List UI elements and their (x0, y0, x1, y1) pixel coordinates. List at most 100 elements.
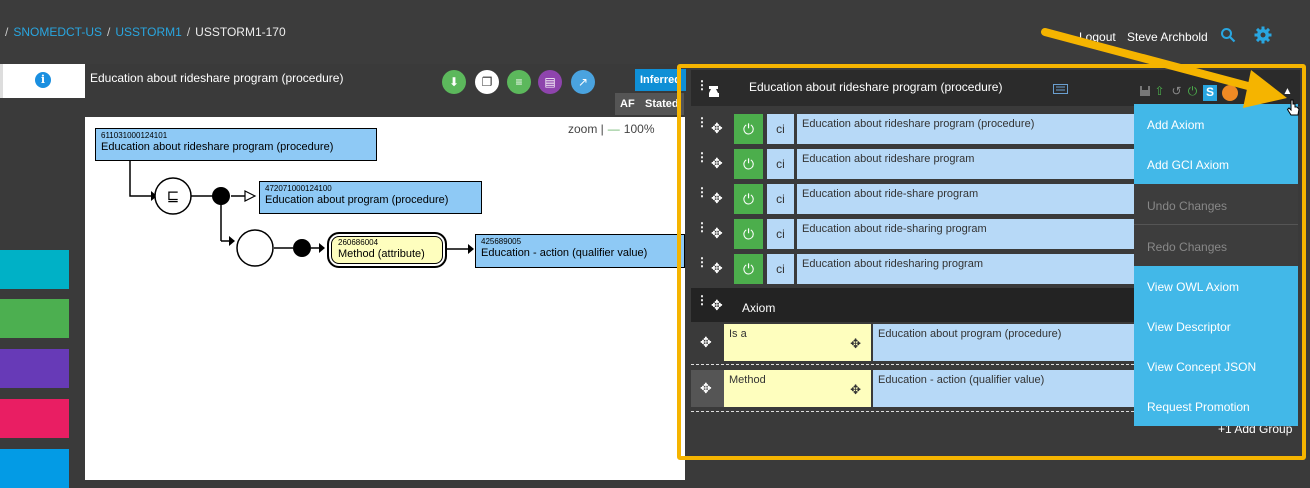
concept-id: 472071000124100 (265, 184, 332, 193)
breadcrumb: /SNOMEDCT-US/USSTORM1/USSTORM1-170 (0, 25, 286, 39)
drag-handle-icon[interactable]: ⋮ (696, 255, 708, 269)
history-icon[interactable]: ↺ (1171, 84, 1182, 98)
info-icon[interactable]: i (35, 72, 51, 88)
tab-af[interactable]: AF (615, 93, 640, 115)
drag-handle-icon[interactable]: ⋮ (696, 185, 708, 199)
move-icon[interactable]: ✥ (711, 155, 723, 171)
zoom-minus-button[interactable]: — (607, 122, 620, 136)
top-bar: /SNOMEDCT-US/USSTORM1/USSTORM1-170 Logou… (0, 0, 1310, 64)
keyboard-icon[interactable] (1053, 84, 1068, 94)
tab-inferred[interactable]: Inferred (635, 69, 686, 91)
drag-handle-icon[interactable]: ⋮ (696, 220, 708, 234)
focus-concept-node[interactable]: 611031000124101 Education about rideshar… (95, 128, 377, 161)
breadcrumb-item-codesystem[interactable]: SNOMEDCT-US (13, 25, 103, 39)
menu-item-add-axiom[interactable]: Add Axiom (1134, 104, 1298, 144)
breadcrumb-item-task: USSTORM1-170 (195, 25, 286, 39)
case-significance[interactable]: ci (767, 184, 794, 214)
tab-stated[interactable]: Stated (640, 93, 684, 115)
move-icon[interactable]: ✥ (700, 380, 712, 396)
concept-label: Method (attribute) (338, 248, 425, 260)
move-icon[interactable]: ✥ (711, 225, 723, 241)
move-icon[interactable]: ✥ (850, 382, 861, 397)
parent-concept-node[interactable]: 472071000124100 Education about program … (259, 181, 482, 214)
move-icon[interactable]: ✥ (711, 190, 723, 206)
active-toggle[interactable]: ⏻ (734, 254, 763, 284)
conjunction-node (293, 239, 311, 257)
copy-icon[interactable]: ❐ (475, 70, 499, 94)
relationship-type[interactable]: Is a ✥ (724, 324, 871, 361)
relationship-type[interactable]: Method ✥ (724, 370, 871, 407)
menu-item-view-concept-json[interactable]: View Concept JSON (1134, 346, 1298, 386)
menu-item-view-descriptor[interactable]: View Descriptor (1134, 306, 1298, 346)
relationship-row: ✥ Is a ✥ Education about program (proced… (691, 324, 1134, 361)
breadcrumb-item-project[interactable]: USSTORM1 (115, 25, 182, 39)
relationship-type-label: Method (729, 374, 766, 386)
add-list-icon[interactable]: ≡ (507, 70, 531, 94)
download-icon[interactable]: ⬇ (442, 70, 466, 94)
defined-symbol (154, 177, 192, 215)
concept-title: Education about rideshare program (proce… (90, 71, 344, 85)
menu-item-add-gci-axiom[interactable]: Add GCI Axiom (1134, 144, 1298, 184)
sidebar-nub (0, 64, 3, 98)
move-icon[interactable]: ✥ (711, 120, 723, 136)
menu-item-view-owl-axiom[interactable]: View OWL Axiom (1134, 266, 1298, 306)
drag-handle-icon[interactable]: ⋮ (696, 78, 708, 92)
open-external-icon[interactable]: ↗ (571, 70, 595, 94)
value-concept-node[interactable]: 425689005 Education - action (qualifier … (475, 234, 685, 268)
s-icon[interactable]: S (1203, 85, 1217, 101)
case-significance[interactable]: ci (767, 149, 794, 179)
description-text[interactable]: Education about ridesharing program (797, 254, 1134, 284)
save-icon[interactable] (1139, 84, 1152, 99)
annotation-arrow (1041, 28, 1287, 108)
group-marker (691, 370, 724, 407)
relationship-target[interactable]: Education about program (procedure) (873, 324, 1134, 361)
sidebar-tile-pink[interactable] (0, 399, 69, 438)
sidebar-tile-purple[interactable] (0, 349, 69, 388)
search-icon[interactable] (1220, 27, 1236, 43)
zoom-label: zoom | (568, 122, 604, 136)
status-dot-icon[interactable] (1222, 85, 1238, 101)
sidebar-tile-green[interactable] (0, 299, 69, 338)
concept-id: 611031000124101 (101, 131, 168, 140)
case-significance[interactable]: ci (767, 114, 794, 144)
menu-caret-icon[interactable]: ▲ (1282, 86, 1293, 97)
subsumption-symbol: ⊑ (167, 187, 180, 205)
relationship-target[interactable]: Education - action (qualifier value) (873, 370, 1134, 407)
case-significance[interactable]: ci (767, 219, 794, 249)
gear-icon[interactable] (1254, 26, 1272, 44)
attribute-node[interactable]: 260686004 Method (attribute) (327, 232, 447, 268)
menu-item-redo-changes: Redo Changes (1134, 226, 1298, 266)
move-icon[interactable]: ✥ (700, 334, 712, 350)
axiom-label: Axiom (742, 301, 776, 315)
user-name[interactable]: Steve Archbold (1127, 30, 1208, 44)
move-icon[interactable]: ✥ (711, 297, 723, 313)
sidebar-tile-teal[interactable] (0, 250, 69, 289)
case-significance[interactable]: ci (767, 254, 794, 284)
active-toggle[interactable]: ⏻ (734, 149, 763, 179)
notes-icon[interactable]: ▤ (538, 70, 562, 94)
power-icon[interactable]: ⏻ (1187, 84, 1198, 98)
promote-icon[interactable]: ⇧ (1154, 84, 1165, 98)
menu-item-undo-changes: Undo Changes (1134, 185, 1298, 225)
menu-item-request-promotion[interactable]: Request Promotion (1134, 386, 1298, 426)
move-icon[interactable]: ✥ (850, 336, 861, 351)
active-toggle[interactable]: ⏻ (734, 219, 763, 249)
description-text[interactable]: Education about rideshare program (proce… (797, 114, 1134, 144)
drag-handle-icon[interactable]: ⋮ (696, 115, 708, 129)
move-icon[interactable]: ✥ (711, 260, 723, 276)
group-node (236, 229, 274, 267)
sidebar-tile-blue[interactable] (0, 449, 69, 488)
active-toggle[interactable]: ⏻ (734, 114, 763, 144)
drag-handle-icon[interactable]: ⋮ (696, 293, 708, 307)
description-text[interactable]: Education about ride-sharing program (797, 219, 1134, 249)
active-toggle[interactable]: ⏻ (734, 184, 763, 214)
description-text[interactable]: Education about rideshare program (797, 149, 1134, 179)
description-text[interactable]: Education about ride-share program (797, 184, 1134, 214)
zoom-value: 100% (623, 122, 655, 136)
drag-handle-icon[interactable]: ⋮ (696, 150, 708, 164)
breadcrumb-separator: / (5, 25, 9, 39)
pin-icon[interactable] (708, 85, 720, 98)
description-row: ⋮ ✥ ⏻ ci Education about ridesharing pro… (691, 252, 1134, 284)
diagram-pane: Education about rideshare program (proce… (85, 64, 686, 480)
panel-title: Education about rideshare program (proce… (749, 80, 1003, 94)
